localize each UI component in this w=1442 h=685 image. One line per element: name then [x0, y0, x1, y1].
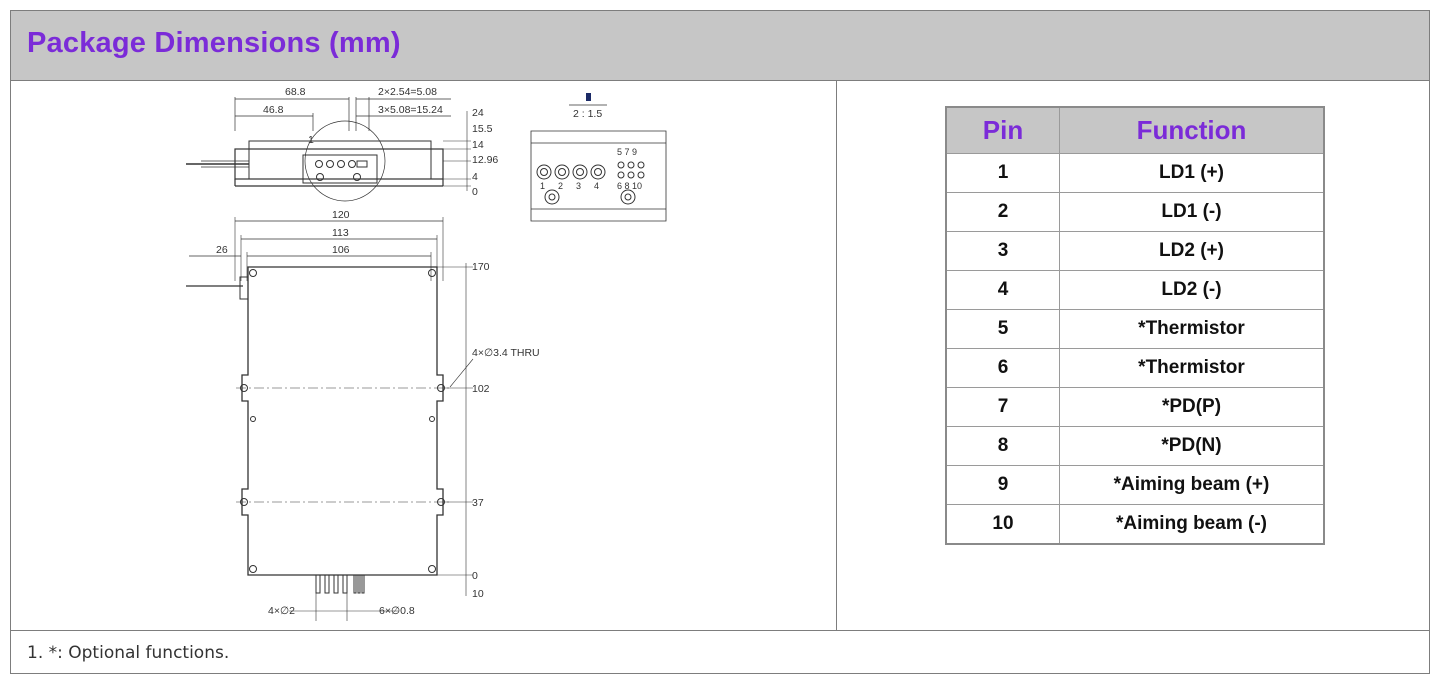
- pin-number: 9: [945, 465, 1060, 505]
- section-title: Package Dimensions (mm): [27, 27, 401, 59]
- table-row: 5*Thermistor: [945, 309, 1325, 349]
- height-102: 102: [472, 383, 490, 395]
- column-header-function: Function: [1059, 106, 1325, 154]
- height-24: 24: [472, 107, 484, 119]
- pin-function: *Aiming beam (+): [1059, 465, 1325, 505]
- footnote-row: 1. *: Optional functions.: [11, 630, 1429, 674]
- width-113: 113: [332, 227, 349, 239]
- datasheet-frame: Package Dimensions (mm): [10, 10, 1430, 674]
- section-header: Package Dimensions (mm): [11, 11, 1429, 81]
- table-row: 8*PD(N): [945, 426, 1325, 466]
- pin1-marker: 1: [308, 134, 314, 146]
- detail-scale: 2 : 1.5: [573, 108, 602, 120]
- pin-function: *Thermistor: [1059, 309, 1325, 349]
- package-drawing: 68.8 46.8 2×2.54=5.08 3×5.08=15.24 1 24 …: [186, 86, 667, 621]
- detail-pin-1: 1: [540, 181, 545, 191]
- detail-pin-4: 4: [594, 181, 599, 191]
- hole-note: 4×∅3.4 THRU: [472, 347, 540, 359]
- height-12-96: 12.96: [472, 154, 498, 166]
- height-0: 0: [472, 186, 478, 198]
- height-4: 4: [472, 171, 478, 183]
- fiber-26: 26: [216, 244, 228, 256]
- pins-small-note: 6×∅0.8: [379, 605, 415, 617]
- dim-pitch-2: 2×2.54=5.08: [378, 86, 437, 98]
- pin-number: 3: [945, 231, 1060, 271]
- pin-number: 10: [945, 504, 1060, 545]
- dim-68-8: 68.8: [285, 86, 306, 98]
- pin-function: LD1 (+): [1059, 153, 1325, 193]
- column-header-pin: Pin: [945, 106, 1060, 154]
- drawing-cell: 68.8 46.8 2×2.54=5.08 3×5.08=15.24 1 24 …: [11, 81, 837, 630]
- width-106: 106: [332, 244, 350, 256]
- pin-number: 7: [945, 387, 1060, 427]
- pin-function: *PD(N): [1059, 426, 1325, 466]
- dim-pitch-3: 3×5.08=15.24: [378, 104, 443, 116]
- height-15-5: 15.5: [472, 123, 493, 135]
- detail-pin-3: 3: [576, 181, 581, 191]
- pin-number: 8: [945, 426, 1060, 466]
- pin-function: LD2 (+): [1059, 231, 1325, 271]
- pin-function: LD1 (-): [1059, 192, 1325, 232]
- height-14: 14: [472, 139, 484, 151]
- table-row: 7*PD(P): [945, 387, 1325, 427]
- height-170: 170: [472, 261, 490, 273]
- table-row: 9*Aiming beam (+): [945, 465, 1325, 505]
- pin-number: 4: [945, 270, 1060, 310]
- pin-function: LD2 (-): [1059, 270, 1325, 310]
- table-header-row: Pin Function: [945, 106, 1325, 154]
- dim-46-8: 46.8: [263, 104, 284, 116]
- pin-number: 5: [945, 309, 1060, 349]
- pin-number: 2: [945, 192, 1060, 232]
- height-37: 37: [472, 497, 484, 509]
- pin-number: 1: [945, 153, 1060, 193]
- pin-function: *Aiming beam (-): [1059, 504, 1325, 545]
- pin-function: *Thermistor: [1059, 348, 1325, 388]
- pin-number: 6: [945, 348, 1060, 388]
- detail-pin-2: 2: [558, 181, 563, 191]
- detail-pin-bottom-right: 6 8 10: [617, 181, 642, 191]
- height-0-plan: 0: [472, 570, 478, 582]
- footnote-text: 1. *: Optional functions.: [27, 643, 230, 663]
- width-120: 120: [332, 209, 350, 221]
- height-10: 10: [472, 588, 484, 600]
- pins-large-note: 4×∅2: [268, 605, 295, 617]
- table-row: 6*Thermistor: [945, 348, 1325, 388]
- pin-function: *PD(P): [1059, 387, 1325, 427]
- table-row: 10*Aiming beam (-): [945, 504, 1325, 545]
- detail-pin-top-labels: 5 7 9: [617, 147, 637, 157]
